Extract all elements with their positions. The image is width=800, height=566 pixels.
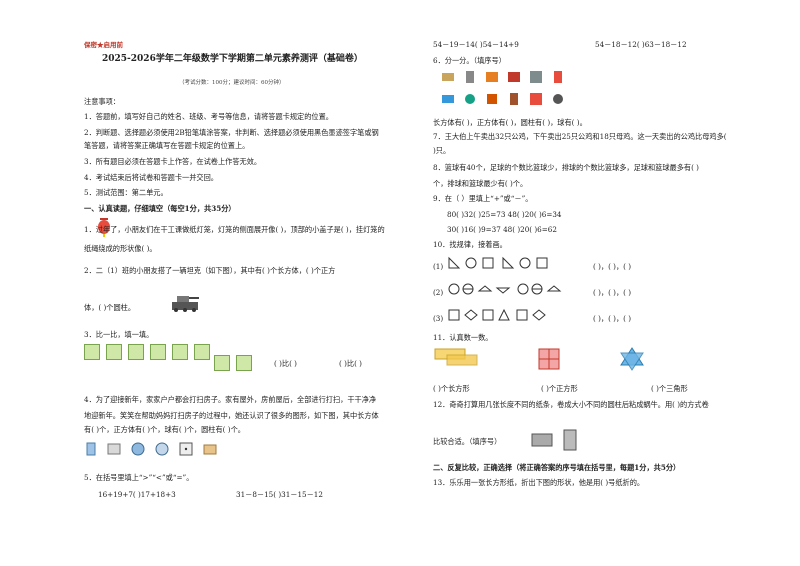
notice-label: 注意事项： (84, 97, 120, 106)
pattern-3-fill: ( )，( )，( ) (593, 314, 632, 323)
question-3-title: 3．比一比，填一填。 (84, 330, 154, 339)
box-icon (486, 72, 498, 82)
cube-icon (172, 344, 188, 360)
cube-group-a (84, 344, 216, 360)
pattern-2-shapes (448, 283, 562, 295)
star-of-david-figure (620, 347, 644, 371)
dice-icon (179, 442, 193, 456)
left-column: 保密★启用前 2025-2026学年二年级数学下学期第二单元素养测评（基础卷） … (84, 0, 419, 566)
question-2-line-2: 体，( )个圆柱。 (84, 303, 136, 312)
question-9-row-1: 80( )32( )25=73 48( )20( )6=34 (447, 210, 562, 219)
question-1-line-2: 纸绳绕成的形状像( )。 (84, 244, 157, 253)
box-icon (442, 73, 454, 81)
notice-item: 3．所有题目必须在答题卡上作答，在试卷上作答无效。 (84, 157, 262, 166)
question-5-title: 5．在括号里填上“>”“<”或“=”。 (84, 473, 194, 482)
notice-item: 笔答题，请将答案正确填写在答题卡规定的位置上。 (84, 141, 250, 150)
exam-meta: （考试分数：100分；建议时间：60分钟） (179, 80, 285, 86)
question-8-line-1: 8．篮球有40个，足球的个数比篮球少，排球的个数比篮球多，足球和篮球最多有( ) (433, 163, 699, 172)
question-12-line-1: 12．奇奇打算用几张长度不同的纸条，卷成大小不同的圆柱后粘成蜗牛。用( )的方式… (433, 400, 709, 409)
ball-icon (155, 442, 169, 456)
q11-fill-b: ( )个正方形 (541, 384, 578, 393)
box-icon (530, 93, 542, 105)
cube-icon (128, 344, 144, 360)
cube-icon (150, 344, 166, 360)
confidential-stamp: 保密★启用前 (84, 41, 123, 49)
question-4-line-2: 地迎新年。笑笑在帮助妈妈打扫房子的过程中，她还认识了很多的图形，如下图，其中长方… (84, 411, 379, 420)
question-10-title: 10．找规律，接着画。 (433, 240, 507, 249)
page-title: 2025-2026学年二年级数学下学期第二单元素养测评（基础卷） (102, 54, 363, 64)
notice-item: 4．考试结束后将试卷和答题卡一并交回。 (84, 173, 218, 182)
pattern-2-label: (2) (433, 288, 444, 297)
question-4-line-1: 4．为了迎接新年，家家户户都会打扫房子。家有屋外，房前屋后，全部进行打扫，干干净… (84, 395, 377, 404)
box-icon (508, 72, 520, 82)
compare-item-a: 54－19－14( )54－14+9 (433, 40, 519, 49)
question-6-title: 6．分一分。（填序号） (433, 56, 506, 65)
notice-item: 1．答题前，填写好自己的姓名、班级、考号等信息，请将答题卡规定的位置。 (84, 112, 333, 121)
question-7-line-1: 7．王大伯上午卖出32只公鸡，下午卖出25只公鸡和18只母鸡。这一天卖出的公鸡比… (433, 132, 727, 141)
ball-icon (553, 94, 563, 104)
question-5-item-a: 16+19+7( )17+18+3 (98, 490, 176, 499)
section-heading: 二、反复比较，正确选择（将正确答案的序号填在括号里，每题1分，共5分） (433, 463, 681, 472)
pattern-2-fill: ( )，( )，( ) (593, 288, 632, 297)
ball-icon (465, 94, 475, 104)
cylinder-icon (86, 442, 96, 456)
tank-icon (172, 296, 199, 312)
pattern-1-fill: ( )，( )，( ) (593, 262, 632, 271)
question-4-line-3: 有( )个，正方体有( )个，球有( )个，圆柱有( )个。 (84, 425, 245, 434)
household-objects (84, 441, 226, 457)
pattern-1-label: (1) (433, 262, 444, 271)
paper-roll-figures (531, 429, 577, 451)
box-icon (203, 444, 217, 455)
box-icon (487, 94, 497, 104)
cube-icon (106, 344, 122, 360)
pattern-1-shapes (448, 256, 548, 269)
cube-icon (214, 355, 230, 371)
pattern-3-shapes (448, 308, 546, 321)
overlapping-rectangles-figure (434, 348, 478, 366)
section-heading: 一、认真读题，仔细填空（每空1分，共35分） (84, 204, 236, 213)
q11-fill-c: ( )个三角形 (651, 384, 688, 393)
question-9-row-2: 30( )16( )9=37 48( )20( )6=62 (447, 225, 557, 234)
cylinder-icon (466, 71, 474, 83)
question-2-line-1: 2．二（1）班的小朋友搭了一辆坦克（如下图），其中有( )个长方体，( )个正方 (84, 266, 336, 275)
cylinder-icon (510, 93, 518, 105)
cube-icon (84, 344, 100, 360)
box-icon (107, 443, 121, 455)
pattern-3-label: (3) (433, 314, 444, 323)
square-grid-figure (538, 348, 560, 370)
question-6-fill: 长方体有( )，正方体有( )，圆柱有( )，球有( )。 (433, 118, 587, 127)
cube-icon (236, 355, 252, 371)
cube-group-b (214, 355, 258, 371)
compare-item-b: 54－18－12( )63－18－12 (595, 40, 687, 49)
shape-row-1 (441, 70, 573, 84)
ball-icon (131, 442, 145, 456)
lantern-icon (98, 218, 110, 237)
q3-fill-a: ( )比( ) (274, 359, 297, 368)
cylinder-icon (554, 71, 562, 83)
question-7-line-2: )只。 (433, 146, 451, 155)
q11-fill-a: ( )个长方形 (433, 384, 470, 393)
question-1-line-1: 1．过年了，小朋友们在干工课做纸灯笼，灯笼的侧面展开像( )，顶部的小盖子是( … (84, 225, 385, 234)
question-9-title: 9．在（ ）里填上“+”或“－”。 (433, 194, 533, 203)
box-icon (442, 95, 454, 103)
question-8-line-2: 个，排球和篮球最少有( )个。 (433, 179, 528, 188)
cube-icon (194, 344, 210, 360)
box-icon (530, 71, 542, 83)
question-13: 13．乐乐用一张长方形纸，折出下图的形状，他是用( )号纸折的。 (433, 478, 645, 487)
question-5-item-b: 31－8－15( )31－15－12 (236, 490, 323, 499)
notice-item: 5．测试范围：第二单元。 (84, 188, 168, 197)
notice-item: 2．判断题、选择题必须使用2B铅笔填涂答案，非判断、选择题必须使用黑色墨迹签字笔… (84, 128, 379, 137)
right-column: 54－19－14( )54－14+9 54－18－12( )63－18－12 6… (433, 0, 773, 566)
question-11-title: 11．认真数一数。 (433, 333, 493, 342)
shape-row-2 (441, 92, 573, 106)
question-12-line-2: 比较合适。（填序号） (433, 437, 502, 446)
q3-fill-b: ( )比( ) (339, 359, 362, 368)
